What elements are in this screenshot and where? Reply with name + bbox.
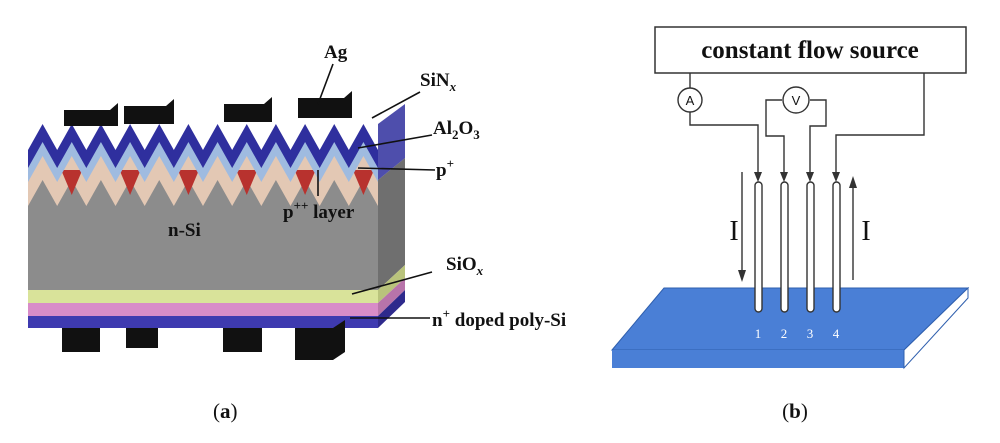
p-plus-plus-region	[177, 170, 199, 195]
leader-lines	[317, 63, 436, 319]
label-n-si: n-Si	[168, 220, 201, 241]
probe-arrow	[780, 172, 788, 182]
label-pplus: p+	[436, 156, 454, 181]
poly-si-layer-side	[378, 278, 405, 316]
siox-layer-side	[378, 265, 405, 303]
p-plus-plus-region	[294, 170, 316, 195]
rear-ag-contact	[62, 328, 100, 352]
voltmeter	[782, 86, 810, 114]
leader-al2o3	[357, 134, 433, 149]
probe-arrow	[806, 172, 814, 182]
rear-ag-contacts	[62, 320, 345, 360]
leader-siox	[351, 271, 433, 295]
probe-arrows	[754, 172, 840, 182]
panel-a-solar-cell: Ag SiNx Al2O3 p+ p++ layer n-Si SiOx n+ …	[28, 42, 566, 423]
label-n-doped-poly-si: n+ doped poly-Si	[432, 306, 566, 331]
wire-probe-1-lower	[689, 112, 759, 172]
current-arrow-down-head	[738, 270, 746, 282]
label-ppp-layer: p++ layer	[283, 198, 355, 223]
probe-arrow	[832, 172, 840, 182]
p-plus-plus-region	[236, 170, 258, 195]
probe-3	[806, 181, 815, 313]
front-ag-finger	[224, 97, 272, 122]
siox-layer	[28, 290, 378, 303]
label-al2o3: Al2O3	[433, 118, 480, 142]
poly-si-layer	[28, 303, 378, 316]
label-ag: Ag	[324, 42, 348, 63]
label-siox: SiOx	[446, 254, 484, 278]
probe-arrow	[754, 172, 762, 182]
wire-voltmeter-right	[809, 99, 827, 172]
ammeter-label: A	[686, 93, 695, 108]
p-plus-plus-region	[119, 170, 141, 195]
probes	[754, 181, 841, 313]
sample-slab-front	[612, 350, 904, 368]
panel-b-four-probe: constant flow source A V	[610, 26, 970, 423]
p-plus-plus-region	[61, 170, 83, 195]
probe-1	[754, 181, 763, 313]
caption-b: (b)	[782, 399, 808, 423]
rear-ag-contact	[295, 328, 333, 360]
front-ag-finger	[298, 91, 352, 118]
leader-sinx	[371, 91, 421, 119]
front-ag-fingers	[64, 91, 352, 126]
ammeter	[677, 87, 703, 113]
al2o3-layer	[28, 140, 378, 182]
sinx-layer	[28, 124, 378, 168]
probe-number-1: 1	[755, 326, 762, 341]
wire-voltmeter-left	[765, 99, 785, 172]
probe-4	[832, 181, 841, 313]
label-sinx: SiNx	[420, 70, 457, 94]
rear-ag-contact	[223, 328, 262, 352]
rear-ag-contact	[333, 320, 345, 360]
current-arrows	[738, 172, 857, 282]
sample-slab-right	[903, 286, 969, 370]
voltmeter-label: V	[792, 93, 801, 108]
front-ag-finger	[124, 99, 174, 124]
rear-blue-layer	[28, 316, 378, 328]
probe-number-3: 3	[807, 326, 814, 341]
current-label-right: I	[861, 216, 870, 247]
wiring	[689, 73, 925, 172]
n-si-side	[378, 158, 405, 290]
p-plus-plus-region	[352, 170, 374, 195]
probe-number-4: 4	[833, 326, 840, 341]
current-arrow-up-head	[849, 176, 857, 188]
leader-ag	[317, 63, 334, 105]
wire-probe-4	[835, 73, 925, 172]
probe-number-2: 2	[781, 326, 788, 341]
rear-ag-contact	[126, 328, 158, 348]
caption-a: (a)	[213, 399, 238, 423]
constant-flow-source-label: constant flow source	[701, 37, 919, 64]
constant-flow-source-box	[654, 26, 967, 74]
leader-pplus	[357, 167, 436, 171]
probe-2	[780, 181, 789, 313]
current-label-left: I	[729, 216, 738, 247]
front-ag-finger	[64, 103, 118, 126]
